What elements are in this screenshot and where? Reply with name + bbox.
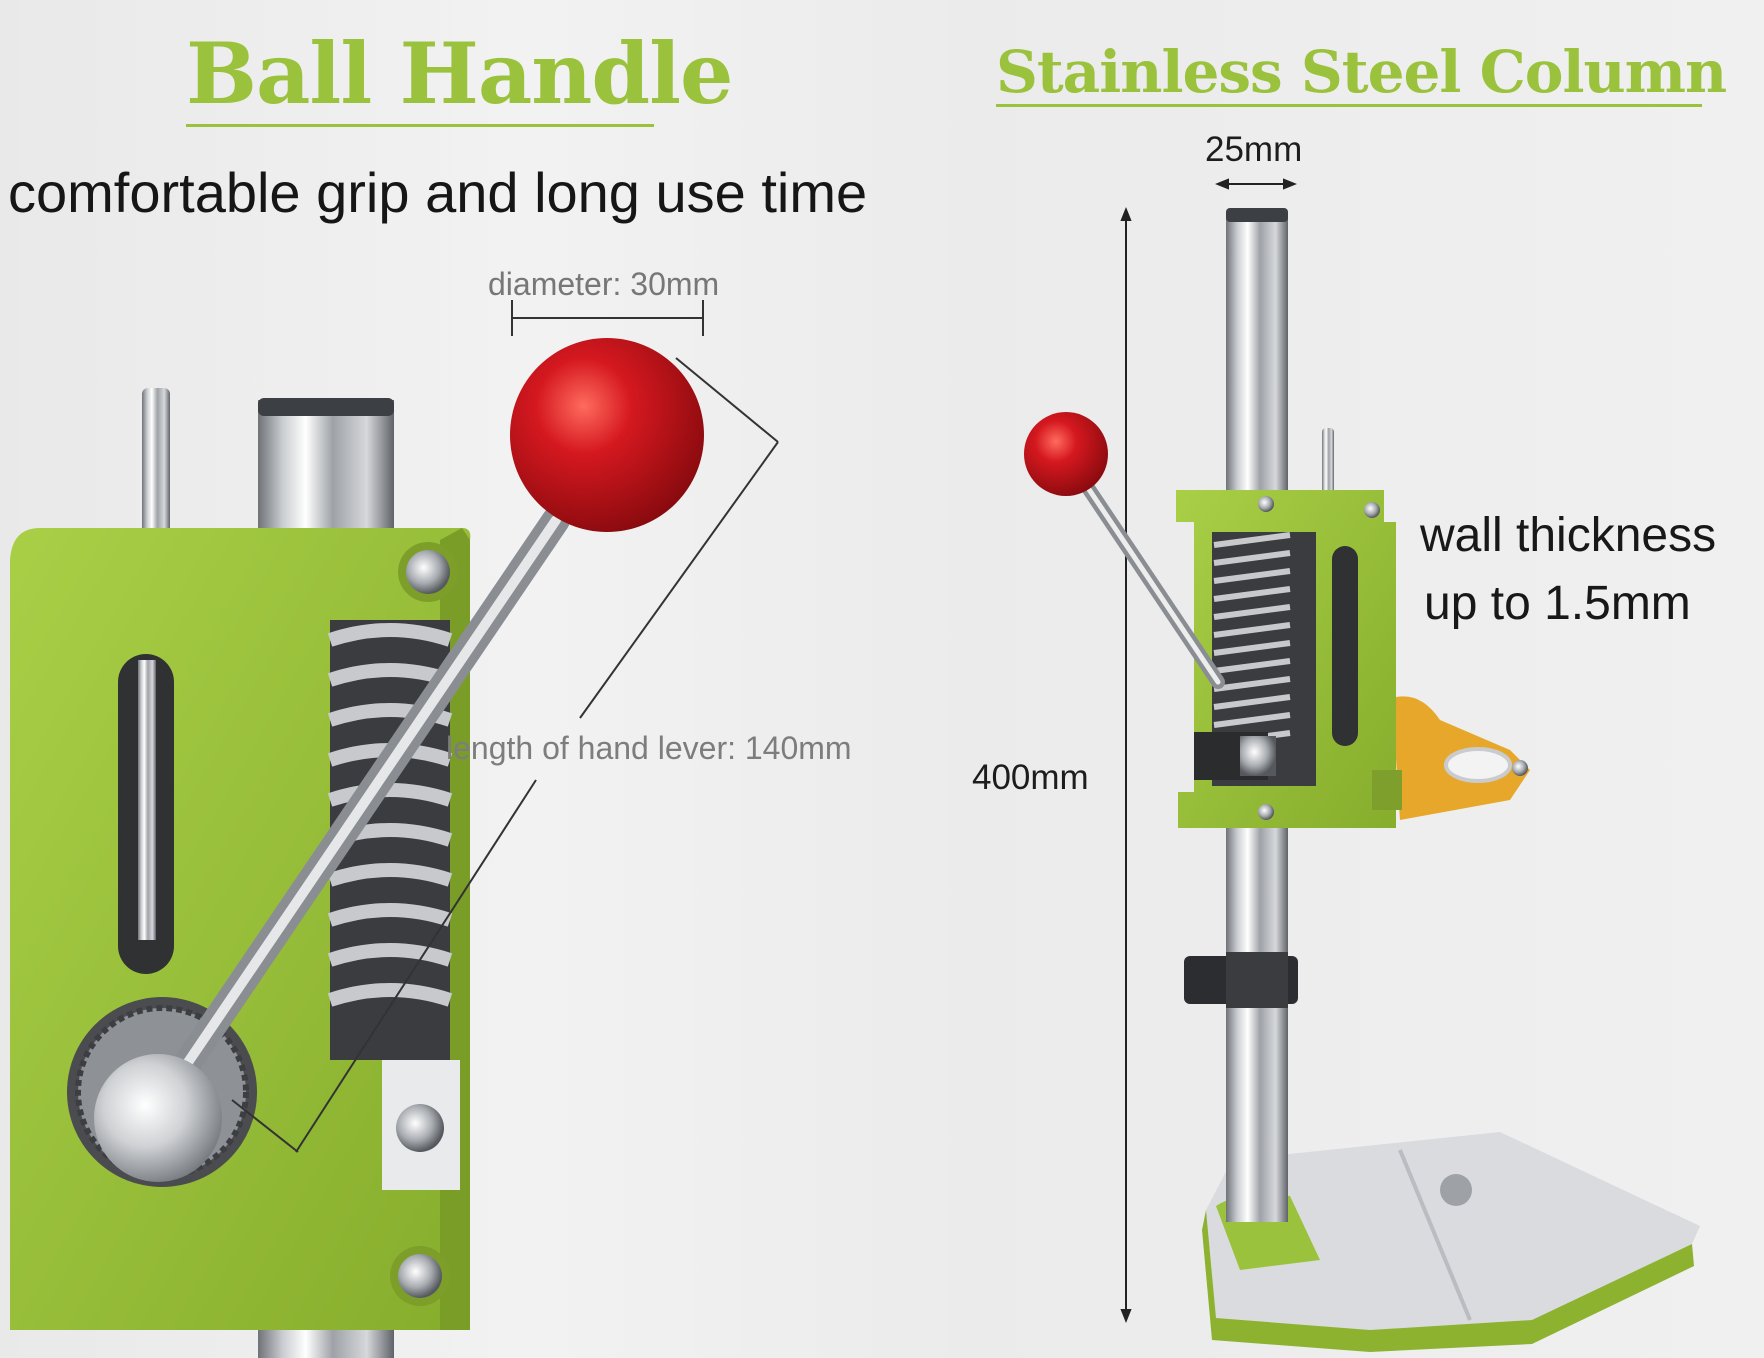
column-height-label: 400mm (972, 758, 1089, 797)
left-closeup (10, 300, 779, 1358)
left-subheading: comfortable grip and long use time (8, 161, 868, 224)
left-heading: Ball Handle (186, 24, 733, 123)
right-stand (1024, 178, 1700, 1352)
right-heading: Stainless Steel Column (996, 38, 1727, 106)
column-diameter-label: 25mm (1205, 130, 1303, 169)
ball-diameter-label: diameter: 30mm (488, 266, 720, 302)
lever-length-label: length of hand lever: 140mm (446, 730, 852, 766)
wall-thickness-line-2: up to 1.5mm (1424, 577, 1691, 630)
left-heading-underline (186, 124, 654, 127)
wall-thickness-line-1: wall thickness (1420, 509, 1717, 562)
right-heading-underline (996, 104, 1702, 107)
